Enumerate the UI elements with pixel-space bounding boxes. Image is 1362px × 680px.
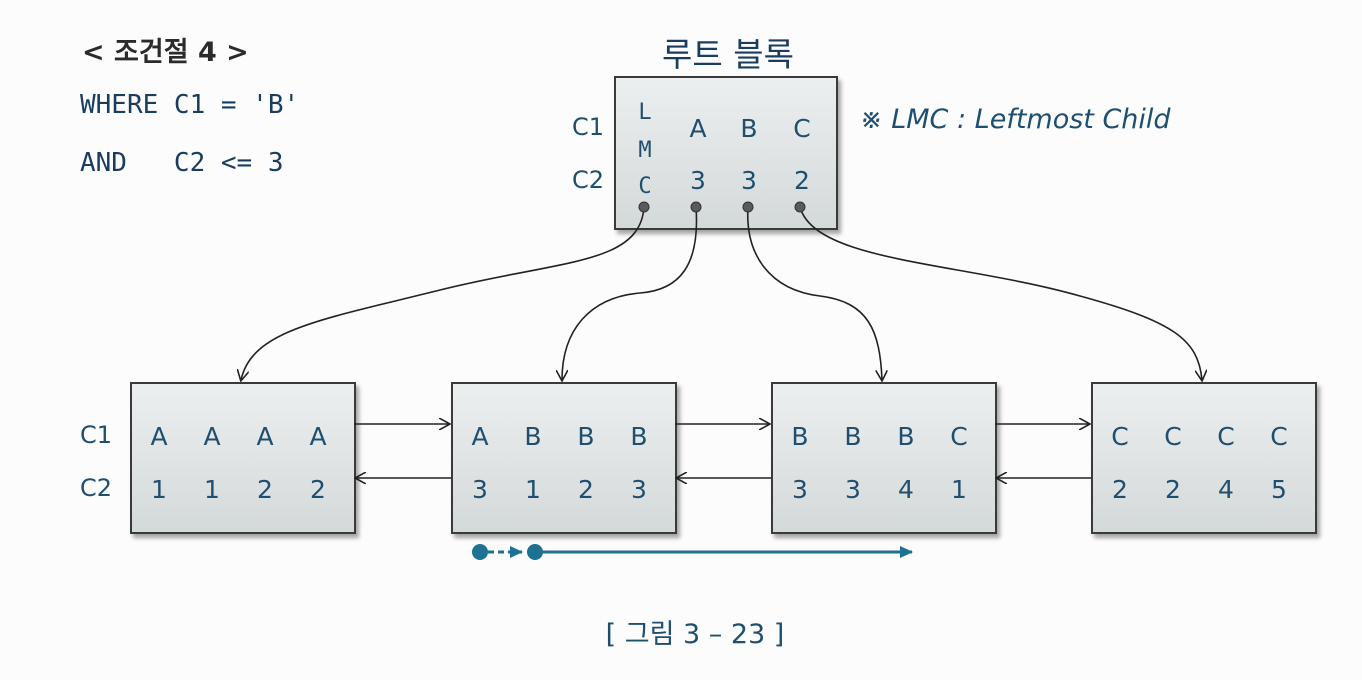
leaf-block-1: A A A A 1 1 2 2: [130, 382, 356, 534]
leaf-c2-key: 4: [1218, 475, 1234, 504]
leaf-c1-key: B: [844, 422, 862, 451]
leaf-c1-key: B: [630, 422, 648, 451]
scan-begin-dot: [527, 544, 543, 560]
leaf-c1-key: A: [256, 422, 274, 451]
root-c1-key: A: [689, 114, 707, 143]
root-c2-key: 2: [794, 166, 810, 195]
leaf-c2-key: 1: [204, 475, 220, 504]
root-lmc-letter-c: C: [638, 174, 652, 199]
leaf-block-3: B B B C 3 3 4 1: [771, 382, 997, 534]
leaf-block-4: C C C C 2 2 4 5: [1091, 382, 1317, 534]
root-row-label-c1: C1: [572, 113, 605, 141]
leaf-row-label-c1: C1: [80, 421, 113, 449]
leaf-c2-key: 2: [1112, 475, 1128, 504]
root-c2-key: 3: [741, 166, 757, 195]
pointer-to-leaf-2: [562, 206, 698, 380]
leaf-c1-key: B: [524, 422, 542, 451]
root-c1-key: B: [740, 114, 758, 143]
leaf-c1-key: C: [1164, 422, 1182, 451]
leaf-c2-key: 1: [525, 475, 541, 504]
lmc-note: ※ LMC : Leftmost Child: [860, 104, 1171, 135]
root-c1-key: C: [793, 114, 811, 143]
leaf-c1-key: A: [471, 422, 489, 451]
leaf-block-2: A B B B 3 1 2 3: [451, 382, 677, 534]
leaf-c1-key: C: [1270, 422, 1288, 451]
leaf-row-label-c2: C2: [80, 474, 113, 502]
leaf-c2-key: 2: [310, 475, 326, 504]
leaf-c1-key: C: [1111, 422, 1129, 451]
leaf-c2-key: 3: [631, 475, 647, 504]
leaf-c1-key: B: [577, 422, 595, 451]
root-pointer-dot: [638, 201, 650, 213]
root-pointer-dot: [690, 201, 702, 213]
leaf-c1-key: B: [897, 422, 915, 451]
pointer-to-leaf-3: [747, 206, 882, 380]
figure-caption: [ 그림 3 – 23 ]: [605, 619, 785, 650]
leaf-c2-key: 3: [845, 475, 861, 504]
leaf-c1-key: A: [309, 422, 327, 451]
leaf-c2-key: 2: [1165, 475, 1181, 504]
leaf-c1-key: A: [150, 422, 168, 451]
leaf-c2-key: 5: [1271, 475, 1287, 504]
root-block-title: 루트 블록: [662, 35, 794, 74]
leaf-c2-key: 2: [578, 475, 594, 504]
condition-title: < 조건절 4 >: [82, 37, 249, 68]
leaf-c2-key: 1: [151, 475, 167, 504]
leaf-c2-key: 3: [792, 475, 808, 504]
leaf-c1-key: B: [791, 422, 809, 451]
root-row-label-c2: C2: [572, 166, 605, 194]
scan-start-dot: [472, 544, 488, 560]
leaf-c2-key: 4: [898, 475, 914, 504]
leaf-c2-key: 1: [951, 475, 967, 504]
root-c2-key: 3: [690, 166, 706, 195]
pointer-to-leaf-1: [241, 206, 645, 380]
root-pointer-dot: [794, 201, 806, 213]
root-lmc-letter-l: L: [638, 100, 652, 125]
root-pointer-dot: [742, 201, 754, 213]
leaf-c2-key: 2: [257, 475, 273, 504]
condition-where-line: WHERE C1 = 'B': [80, 90, 300, 120]
leaf-c1-key: C: [950, 422, 968, 451]
pointer-to-leaf-4: [799, 206, 1202, 380]
leaf-c1-key: A: [203, 422, 221, 451]
leaf-c2-key: 3: [472, 475, 488, 504]
root-lmc-letter-m: M: [638, 138, 652, 163]
leaf-c1-key: C: [1217, 422, 1235, 451]
condition-and-line: AND C2 <= 3: [80, 148, 284, 178]
